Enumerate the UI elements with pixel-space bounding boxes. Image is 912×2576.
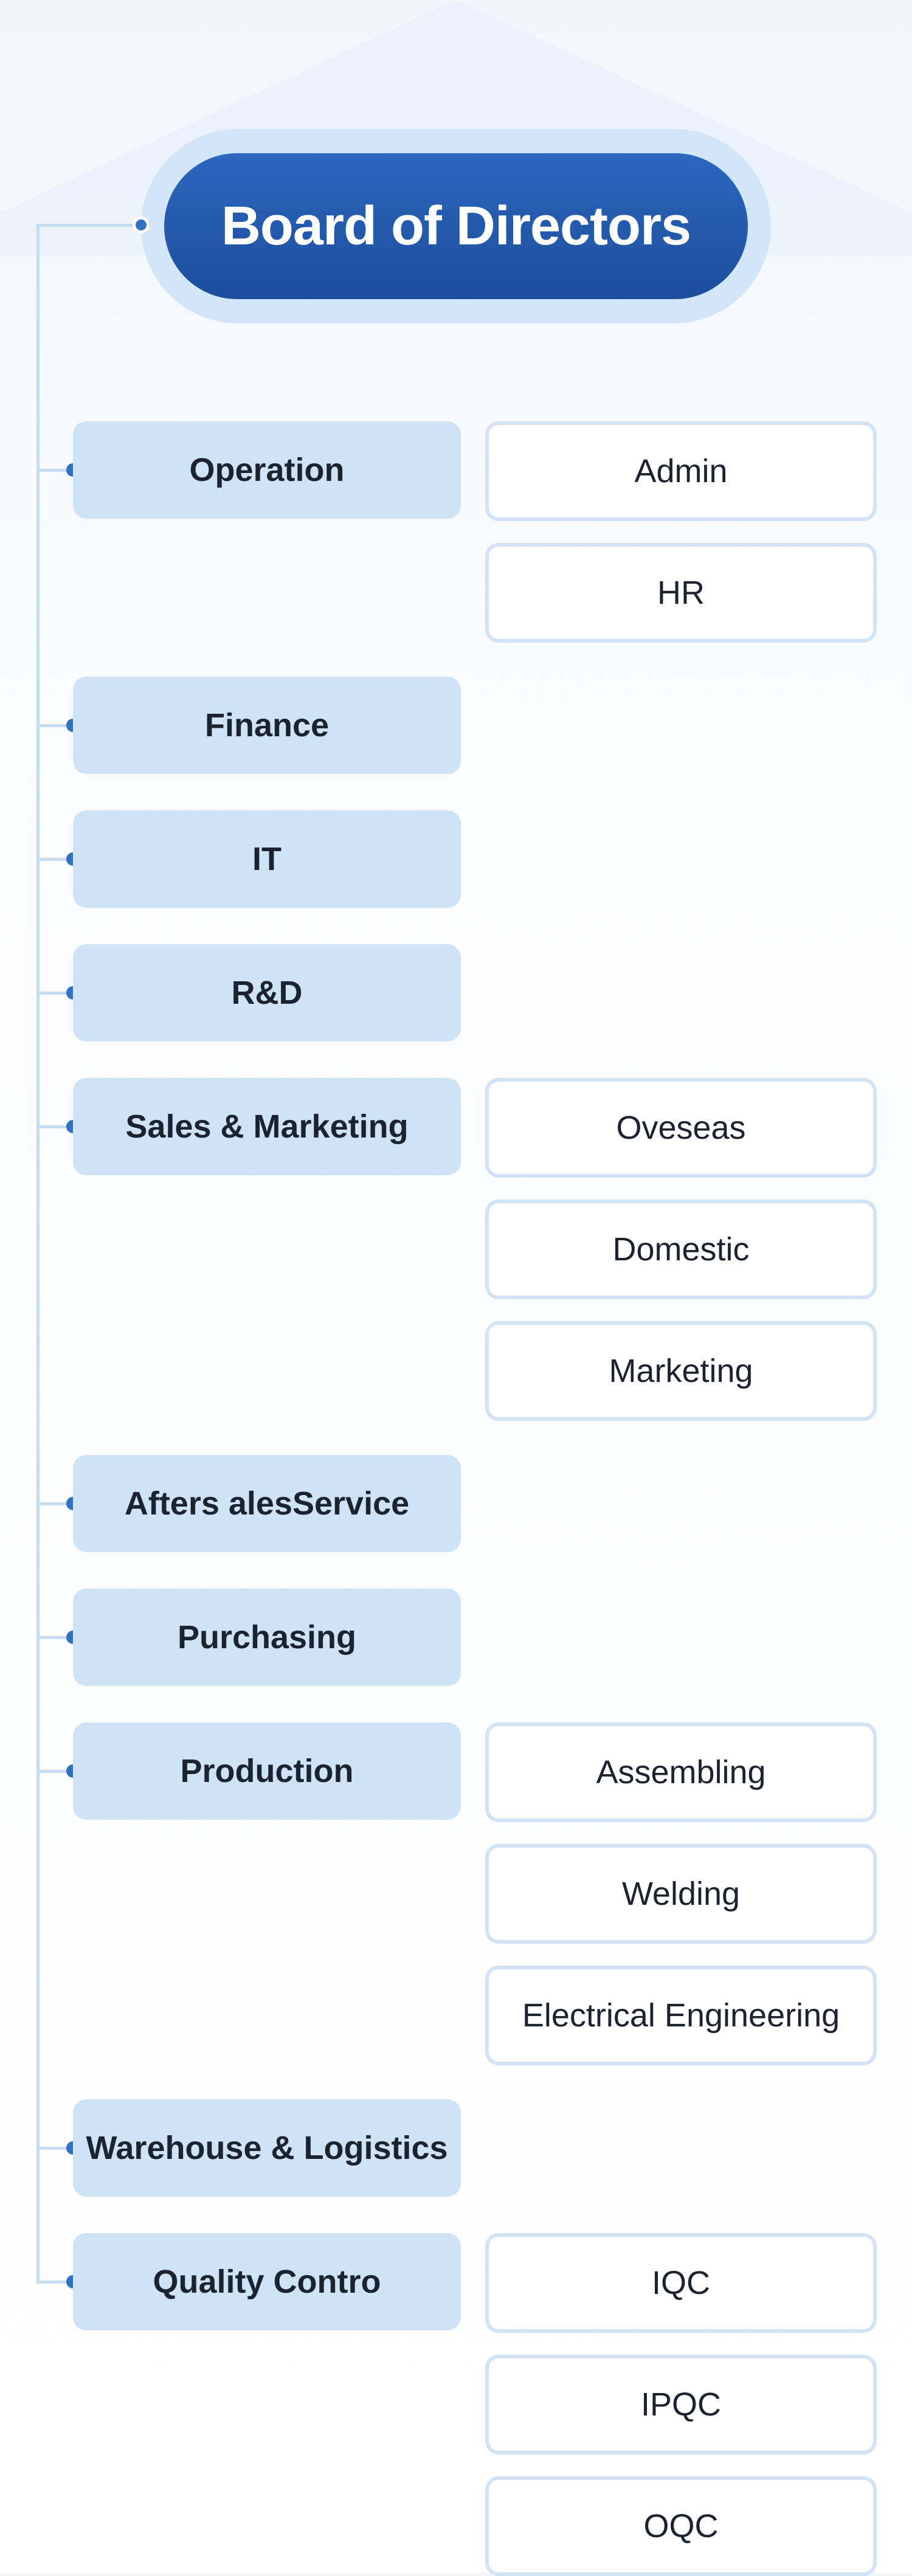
board-of-directors-node: Board of Directors [164,153,748,299]
department-node-finance: Finance [73,677,461,774]
department-node-production: Production [73,1722,461,1820]
department-node-warehouse-logistics: Warehouse & Logistics [73,2099,461,2197]
department-connector [36,858,74,861]
department-label: Afters alesService [124,1485,410,1522]
department-node-operation: Operation [73,421,461,519]
department-connector [36,1125,74,1128]
department-connector [36,2281,74,2284]
board-connector [36,224,142,227]
subunit-node-electrical-engineering: Electrical Engineering [485,1966,877,2065]
department-label: Purchasing [177,1619,357,1656]
department-connector [36,1502,74,1505]
department-node-purchasing: Purchasing [73,1589,461,1686]
department-connector [36,1770,74,1773]
department-label: Finance [204,707,330,744]
department-connector [36,992,74,995]
department-label: Warehouse & Logistics [86,2130,448,2166]
department-label: R&D [231,975,303,1011]
subunit-node-domestic: Domestic [485,1200,877,1299]
department-node-it: IT [73,810,461,908]
subunit-label: Electrical Engineering [522,1997,840,2034]
subunit-label: Welding [621,1876,741,1912]
department-label: Sales & Marketing [125,1108,409,1145]
subunit-label: Admin [634,453,728,489]
department-connector [36,724,74,727]
department-node-sales-marketing: Sales & Marketing [73,1078,461,1175]
subunit-node-marketing: Marketing [485,1321,877,1421]
department-node-quality-control: Quality Contro [73,2233,461,2330]
org-chart-spine-connector [36,224,40,2283]
department-connector [36,469,74,472]
department-connector [36,2147,74,2150]
subunit-node-iqc: IQC [485,2233,877,2333]
subunit-node-ipqc: IPQC [485,2355,877,2454]
subunit-label: IQC [651,2265,710,2301]
subunit-label: Oveseas [616,1110,746,1146]
department-label: Quality Contro [153,2263,381,2300]
subunit-label: HR [657,575,705,611]
department-label: Operation [189,452,345,488]
subunit-label: Domestic [612,1231,750,1268]
department-connector [36,1636,74,1639]
department-label: Production [180,1753,354,1789]
board-of-directors-label: Board of Directors [221,195,691,257]
subunit-node-assembling: Assembling [485,1722,877,1822]
subunit-node-hr: HR [485,543,877,643]
subunit-node-oqc: OQC [485,2476,877,2576]
subunit-label: Marketing [609,1353,753,1389]
subunit-node-oveseas: Oveseas [485,1078,877,1178]
subunit-label: OQC [643,2508,719,2544]
subunit-node-admin: Admin [485,421,877,521]
subunit-label: IPQC [640,2386,722,2423]
department-label: IT [252,841,282,877]
subunit-label: Assembling [596,1754,766,1790]
board-connector-dot [133,216,150,233]
department-node-after-sales-service: Afters alesService [73,1455,461,1552]
department-node-rnd: R&D [73,944,461,1041]
subunit-node-welding: Welding [485,1844,877,1944]
